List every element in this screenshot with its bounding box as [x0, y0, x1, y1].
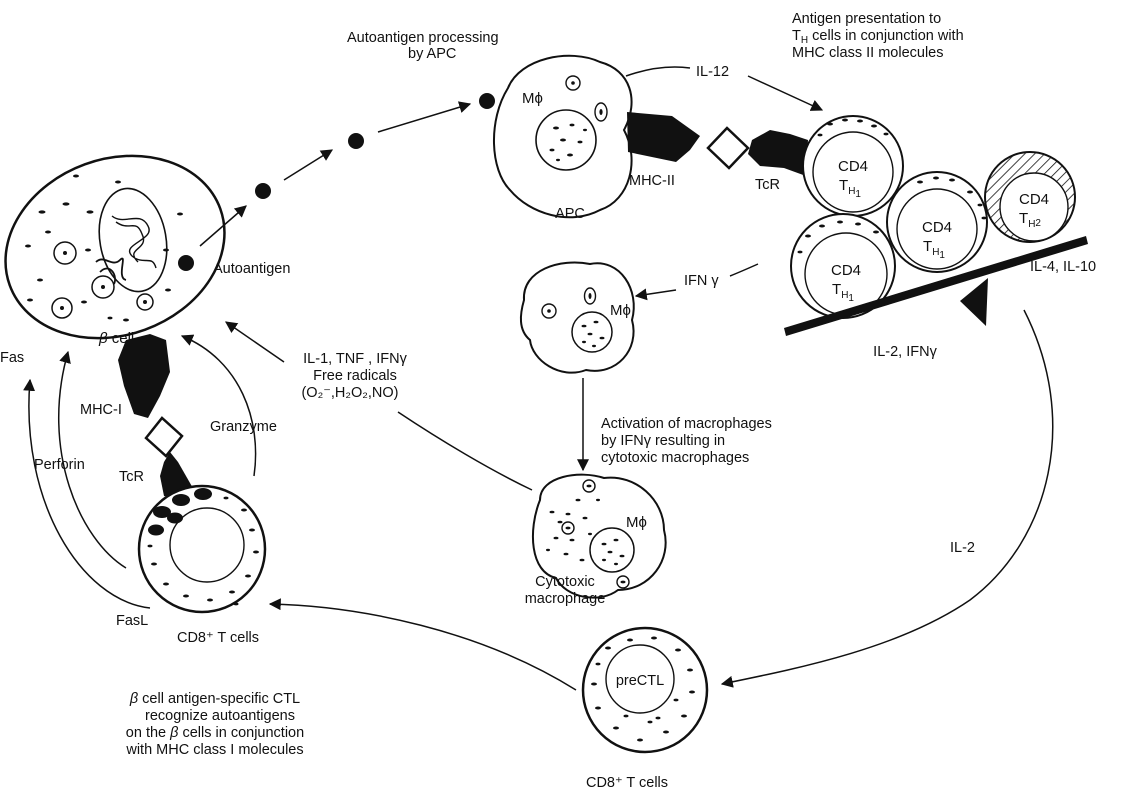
cytotoxic-macrophage	[531, 473, 667, 599]
th1-cell-lower	[790, 213, 896, 319]
th1-mid-cd4: CD4	[922, 219, 952, 236]
perforin-arrow	[58, 350, 127, 569]
ctl-note-line1: β cell antigen-specific CTL	[129, 691, 300, 707]
cytokine-arrow	[225, 321, 285, 363]
pre-ctl-arrow	[268, 598, 577, 691]
antigen-presentation-line2: TH cells in conjunction with	[792, 28, 964, 46]
cd8-left-label: CD8⁺ T cells	[177, 630, 259, 646]
antigen-presentation-line1: Antigen presentation to	[792, 11, 941, 27]
mhc-i-label: MHC-I	[80, 402, 122, 418]
cd8-bottom-label: CD8⁺ T cells	[586, 775, 668, 791]
fasl-arrow	[23, 378, 151, 609]
il12-arrow	[747, 75, 824, 111]
pre-ctl-cell	[581, 626, 709, 754]
antigen-presentation-line3: MHC class II molecules	[792, 45, 943, 61]
tcr-top-label: TcR	[755, 177, 780, 193]
il12-arc	[625, 66, 691, 77]
th2-cell	[984, 151, 1076, 243]
ifng-arrow	[634, 288, 677, 301]
apc-mphi-label: Mϕ	[522, 90, 543, 107]
cytokine-line1: IL-1, TNF , IFNγ	[303, 351, 407, 367]
activation-line3: cytotoxic macrophages	[601, 450, 749, 466]
th1-top-cd4: CD4	[838, 158, 868, 175]
cytokine-line3: (O₂⁻,H₂O₂,NO)	[301, 385, 398, 401]
th1-low-cd4: CD4	[831, 262, 861, 279]
th2-th: TH2	[1019, 210, 1041, 230]
mhc-ii-label: MHC-II	[629, 173, 675, 189]
ifng-label: IFN γ	[684, 273, 719, 289]
apc-macrophage	[492, 54, 633, 219]
apc-label: APC	[555, 206, 585, 222]
mhc-ii-tcr-complex	[627, 112, 808, 176]
th1-cell-top	[802, 115, 904, 217]
tcr-left-label: TcR	[119, 469, 144, 485]
th1-low-th: TH1	[832, 281, 854, 304]
autoantigen-arrow-1	[199, 205, 247, 247]
mhc-i-tcr-complex	[118, 334, 194, 500]
mid-mphi-label: Mϕ	[610, 302, 631, 319]
cytokine-line2: Free radicals	[313, 368, 397, 384]
autoantigen-processing-line1: Autoantigen processing	[347, 30, 499, 46]
autoantigen-label: Autoantigen	[213, 261, 290, 277]
autoantigen-arrow-2	[283, 149, 334, 181]
cd8-ctl-cell	[137, 484, 267, 614]
macrophage-middle	[519, 261, 635, 374]
cytotoxic-macrophage-line2: macrophage	[525, 591, 606, 607]
cytokine-source-line	[397, 411, 533, 491]
ifng-line	[729, 263, 759, 277]
ctl-note-line2: recognize autoantigens	[145, 708, 295, 724]
autoantigen-dots	[178, 93, 495, 271]
ctl-note-line3: on the β cells in conjunction	[126, 725, 304, 741]
balance-seesaw	[784, 236, 1088, 336]
il12-label: IL-12	[696, 64, 729, 80]
perforin-label: Perforin	[34, 457, 85, 473]
th2-cd4: CD4	[1019, 191, 1049, 208]
activation-line2: by IFNγ resulting in	[601, 433, 725, 449]
il2-label: IL-2	[950, 540, 975, 556]
pre-ctl-label: preCTL	[616, 673, 664, 689]
th1-top-th: TH1	[839, 177, 861, 200]
autoantigen-processing-line2: by APC	[408, 46, 456, 62]
cyto-mphi-label: Mϕ	[626, 514, 647, 531]
granzyme-label: Granzyme	[210, 419, 277, 435]
il2-ifng-label: IL-2, IFNγ	[873, 344, 937, 360]
fasl-label: FasL	[116, 613, 148, 629]
granzyme-arrow	[180, 334, 257, 477]
ctl-note-line4: with MHC class I molecules	[125, 742, 303, 758]
autoantigen-arrow-3	[377, 101, 472, 133]
activation-line1: Activation of macrophages	[601, 416, 772, 432]
il4-il10-label: IL-4, IL-10	[1030, 259, 1096, 275]
beta-cell	[4, 154, 226, 340]
cytotoxic-macrophage-line1: Cytotoxic	[535, 574, 595, 590]
th1-mid-th: TH1	[923, 238, 945, 261]
fas-label: Fas	[0, 350, 24, 366]
th1-cell-middle	[886, 171, 988, 273]
il2-arc-right	[720, 309, 1054, 688]
